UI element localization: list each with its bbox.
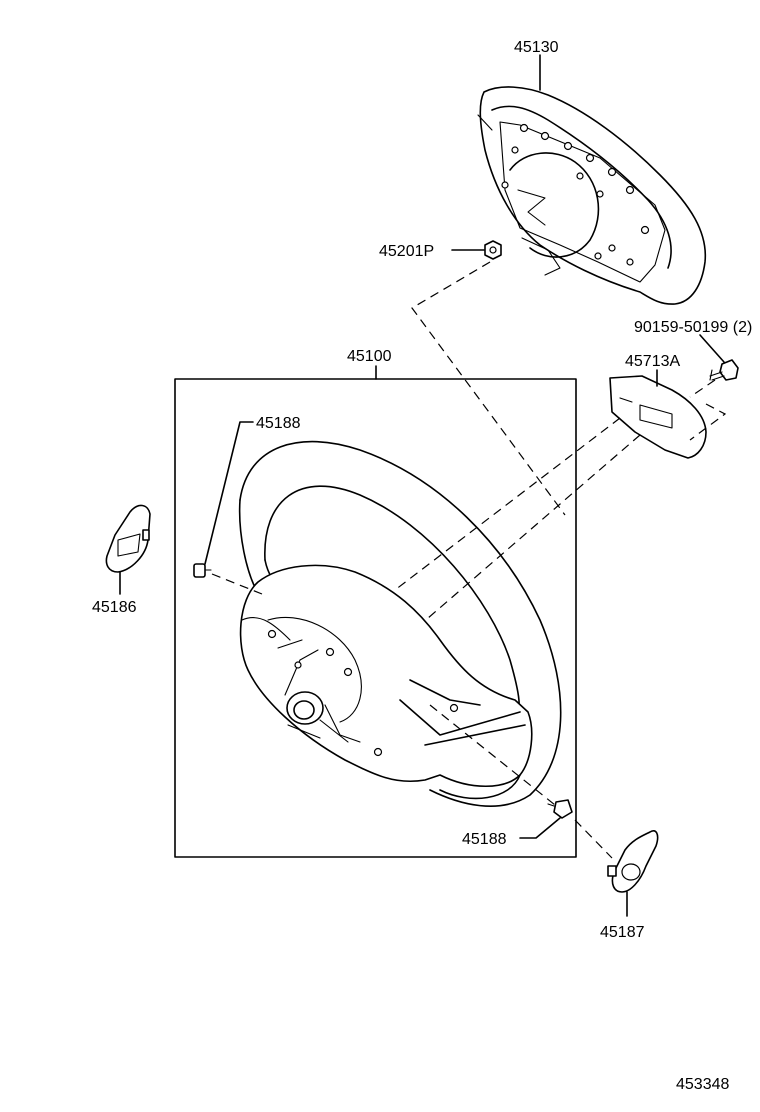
leader-cap-upper: [204, 421, 254, 565]
cap-lower-dashed-path: [429, 704, 556, 806]
label-cap-lower: 45188: [462, 831, 507, 848]
label-pad-cover: 45130: [514, 39, 559, 56]
leader-cap-lower: [519, 817, 561, 839]
screw: [709, 359, 739, 381]
ornament-dashed-lower: [419, 434, 641, 626]
horn-pad-cover: [477, 86, 707, 305]
screw-dashed-path: [689, 379, 727, 441]
label-screw: 90159-50199 (2): [634, 319, 752, 336]
steering-wheel: [238, 440, 562, 807]
cap-lower: [547, 799, 573, 819]
cap-upper-dashed-path: [211, 573, 263, 595]
label-ornament: 45713A: [625, 353, 680, 370]
nut-dashed-path: [411, 261, 566, 516]
leader-screw: [699, 334, 725, 363]
label-nut: 45201P: [379, 243, 434, 260]
cap-upper: [193, 563, 212, 578]
label-cap-upper: 45188: [256, 415, 301, 432]
nut: [484, 240, 502, 260]
ornament-dashed-upper: [394, 417, 621, 591]
figure-code: 453348: [676, 1076, 729, 1093]
cover-left: [105, 504, 151, 573]
cover-right-dashed-path: [574, 819, 613, 859]
label-cover-left: 45186: [92, 599, 137, 616]
label-cover-right: 45187: [600, 924, 645, 941]
ornament: [609, 375, 707, 459]
label-wheel-assembly: 45100: [347, 348, 392, 365]
cover-right: [607, 830, 659, 893]
